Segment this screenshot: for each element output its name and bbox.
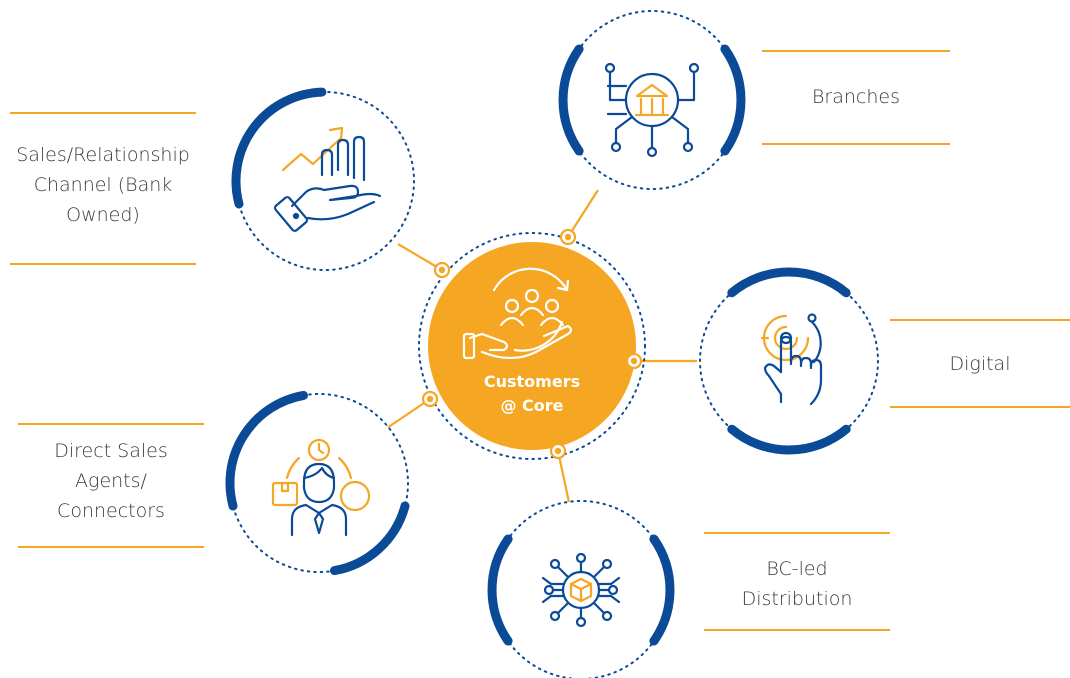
label-sales-line1: Sales/Relationship (16, 144, 190, 166)
node-direct-arc-2 (330, 501, 410, 576)
node-digital-arc-2 (727, 424, 851, 455)
node-digital (699, 267, 879, 455)
connector-direct (383, 398, 431, 431)
connector-dots (421, 228, 643, 460)
node-branches-arc-2 (720, 44, 746, 156)
node-digital-arc-1 (727, 267, 851, 298)
touch-target-icon (760, 313, 823, 406)
node-bc-arc-1 (487, 534, 513, 646)
label-branches-line: Branches (811, 86, 900, 108)
package-network-icon (541, 552, 621, 628)
label-direct-line3: Connectors (57, 500, 165, 522)
node-bc-arc-2 (649, 534, 675, 646)
center-label-line2: @ Core (500, 396, 564, 415)
growth-hand-chart-icon (273, 126, 382, 232)
node-sales-arc-1 (231, 87, 327, 209)
label-sales-line3: Owned) (66, 204, 140, 226)
label-sales: Sales/Relationship Channel (Bank Owned) (0, 140, 206, 230)
node-direct (225, 390, 410, 576)
label-digital: Digital (890, 349, 1070, 379)
label-direct-line1: Direct Sales (54, 440, 168, 462)
center-label: Customers @ Core (452, 370, 612, 418)
node-branches-arc-1 (558, 44, 584, 156)
center-hub (418, 232, 646, 460)
label-branches: Branches (762, 82, 950, 112)
label-sales-line2: Channel (Bank (33, 174, 173, 196)
connector-branches (567, 189, 599, 238)
label-direct: Direct Sales Agents/ Connectors (18, 436, 204, 526)
label-digital-line: Digital (949, 353, 1011, 375)
label-bc-line2: Distribution (741, 588, 853, 610)
node-digital-dotted-ring (699, 271, 879, 451)
label-direct-line2: Agents/ (75, 470, 147, 492)
connector-sales (397, 243, 443, 271)
agent-person-icon (271, 438, 371, 537)
bank-building-network-icon (604, 62, 700, 158)
label-bc: BC-led Distribution (704, 554, 890, 614)
label-bc-line1: BC-led (766, 558, 828, 580)
label-rules (10, 50, 1070, 631)
center-label-line1: Customers (483, 372, 581, 391)
customers-icon (462, 267, 573, 360)
connector-bc (556, 450, 572, 508)
node-sales (231, 87, 415, 271)
node-direct-arc-1 (225, 390, 308, 511)
